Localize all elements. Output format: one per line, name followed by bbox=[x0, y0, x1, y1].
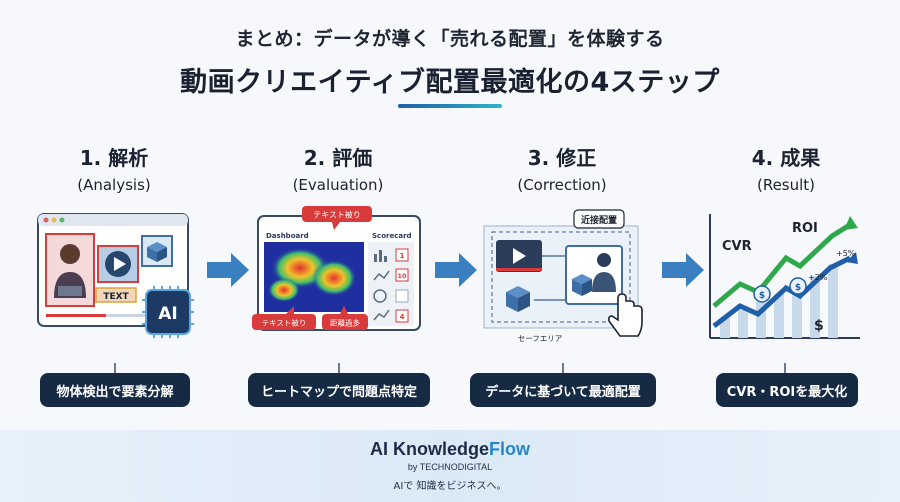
score-1: 1 bbox=[400, 252, 405, 260]
step-4-english: (Result) bbox=[756, 176, 816, 194]
brand-byline: by TECHNODIGITAL bbox=[407, 462, 493, 472]
step-2-tick bbox=[338, 363, 340, 373]
growth-line-green bbox=[712, 223, 850, 308]
arrow-right-icon bbox=[662, 253, 704, 287]
svg-text:$: $ bbox=[795, 283, 801, 293]
proximity-label: 近接配置 bbox=[581, 214, 617, 226]
callout-bottom-right bbox=[322, 314, 368, 330]
step-3-english: (Correction) bbox=[517, 176, 607, 194]
proximity-label-bg bbox=[573, 209, 625, 229]
proximity-group-box bbox=[565, 245, 623, 305]
title-underline bbox=[398, 104, 502, 108]
step-1-english: (Analysis) bbox=[77, 176, 151, 194]
step-4-number: 4. 成果 bbox=[751, 146, 821, 170]
step-2-english: (Evaluation) bbox=[292, 176, 384, 194]
score-4: 4 bbox=[400, 313, 405, 321]
step-4-header: 4. 成果 (Result) bbox=[686, 142, 886, 194]
progress-fill bbox=[46, 314, 106, 317]
score-2: 10 bbox=[397, 272, 407, 280]
text-detection-box bbox=[95, 287, 137, 303]
step-1-analysis-illustration: TEXT AI bbox=[37, 213, 194, 338]
window-dot-yellow bbox=[51, 217, 57, 223]
brand-main: AI Knowledge bbox=[369, 439, 489, 459]
step-4-tick bbox=[784, 363, 786, 373]
step-2-caption: ヒートマップで問題点特定 bbox=[248, 373, 430, 407]
brand-tagline: AIで 知識をビジネスへ。 bbox=[393, 481, 507, 492]
play-icon bbox=[513, 248, 526, 264]
step-4-result-illustration: CVR ROI +5% +2% $ $ $ bbox=[709, 214, 860, 339]
roi-label: ROI bbox=[792, 221, 818, 236]
step-3-header: 3. 修正 (Correction) bbox=[462, 142, 662, 194]
step-4-caption: CVR・ROIを最大化 bbox=[716, 373, 858, 407]
safe-area-frame bbox=[491, 231, 631, 323]
dashboard-label: Dashboard bbox=[266, 232, 309, 240]
step-2-header: 2. 評価 (Evaluation) bbox=[238, 142, 438, 194]
growth-bars bbox=[720, 264, 838, 338]
callout-top bbox=[302, 206, 372, 222]
pointer-hand-icon bbox=[608, 293, 643, 337]
window-dot-red bbox=[43, 217, 49, 223]
heatmap-hotspot-3 bbox=[268, 278, 300, 302]
footer-band: AI KnowledgeFlow by TECHNODIGITAL AIで 知識… bbox=[0, 430, 900, 502]
trend-icon bbox=[373, 309, 390, 321]
step-3-correction-illustration: 近接配置 セーフエリア bbox=[483, 209, 643, 343]
coin-icon bbox=[789, 277, 807, 295]
person-with-box-icon bbox=[572, 253, 616, 296]
summary-subtitle: まとめ：データが導く「売れる配置」を体験する bbox=[235, 28, 665, 50]
callout-bottom-left bbox=[252, 314, 316, 330]
ai-chip-label: AI bbox=[158, 304, 177, 324]
bar-chart-icon bbox=[374, 250, 387, 262]
step-1-number: 1. 解析 bbox=[79, 146, 149, 170]
gauge-icon bbox=[373, 289, 387, 303]
progress-track bbox=[46, 314, 176, 317]
brand-accent: Flow bbox=[489, 439, 530, 459]
growth-line-blue bbox=[712, 255, 852, 328]
step-1-header: 1. 解析 (Analysis) bbox=[14, 142, 214, 194]
step-2-evaluation-illustration: Dashboard Scorecard 1 10 4 テキスト被り テキスト被り… bbox=[252, 206, 421, 331]
plus5-label: +5% bbox=[836, 249, 856, 258]
package-icon bbox=[506, 286, 530, 312]
main-title: 動画クリエイティブ配置最適化の4ステップ bbox=[180, 67, 720, 98]
cvr-label: CVR bbox=[722, 239, 752, 254]
step-1-caption: 物体検出で要素分解 bbox=[40, 373, 190, 407]
package-icon bbox=[147, 242, 167, 262]
line-chart-icon bbox=[373, 270, 390, 281]
heatmap-hotspot-2 bbox=[312, 260, 356, 296]
callout-top-label: テキスト被り bbox=[313, 210, 361, 220]
play-icon bbox=[114, 257, 126, 271]
step-1-tick bbox=[114, 363, 116, 373]
dollar-icon: $ bbox=[814, 318, 824, 334]
arrow-right-icon bbox=[207, 253, 249, 287]
brand-logo: AI KnowledgeFlow bbox=[0, 439, 900, 460]
plus2-label: +2% bbox=[808, 273, 828, 282]
scorecard-label: Scorecard bbox=[372, 232, 412, 240]
callout-bottom-left-label: テキスト被り bbox=[262, 318, 307, 328]
step-3-tick bbox=[562, 363, 564, 373]
step-3-caption: データに基づいて最適配置 bbox=[470, 373, 656, 407]
arrow-right-icon bbox=[435, 253, 477, 287]
window-dot-green bbox=[59, 217, 65, 223]
safe-area-label: セーフエリア bbox=[518, 334, 563, 343]
coin-icon bbox=[753, 285, 771, 303]
callout-bottom-right-label: 距離過多 bbox=[330, 318, 360, 328]
ai-chip-icon: AI bbox=[142, 286, 194, 338]
text-tag-label: TEXT bbox=[103, 292, 129, 302]
svg-text:$: $ bbox=[759, 291, 765, 301]
person-icon bbox=[54, 244, 86, 298]
step-2-number: 2. 評価 bbox=[303, 146, 373, 170]
step-3-number: 3. 修正 bbox=[527, 146, 597, 170]
